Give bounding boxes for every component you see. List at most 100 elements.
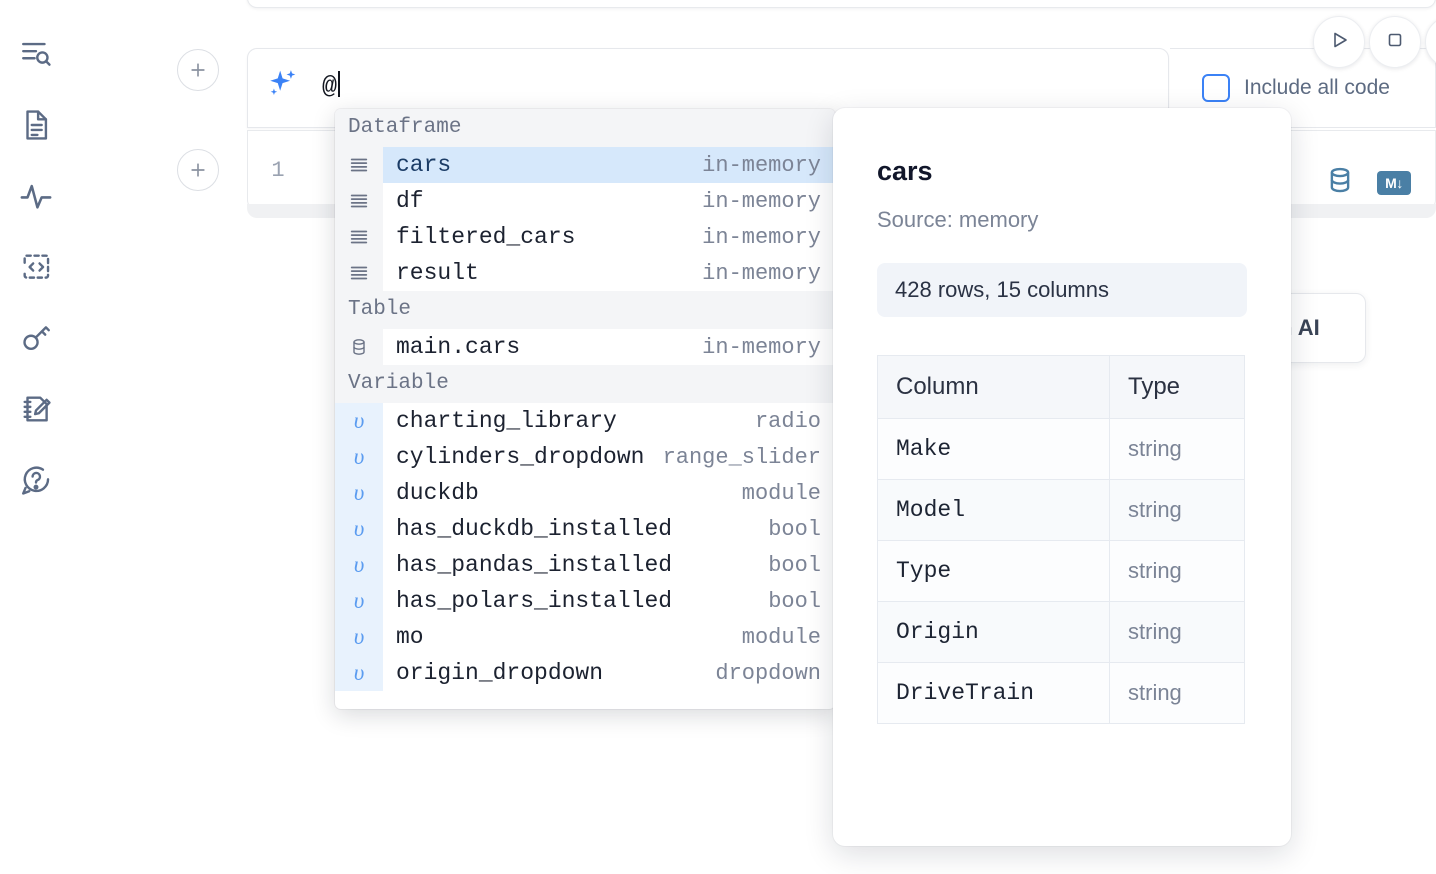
autocomplete-item-type: bool <box>768 516 821 542</box>
play-icon <box>1327 28 1351 57</box>
include-all-code-label: Include all code <box>1244 76 1390 99</box>
autocomplete-item-name: charting_library <box>396 408 617 434</box>
autocomplete-group-header: Table <box>335 291 835 329</box>
sidebar-item-outline-search[interactable] <box>10 18 62 89</box>
autocomplete-item[interactable]: df in-memory <box>335 183 835 219</box>
notebook-pencil-icon <box>19 392 53 426</box>
column-name-cell: Model <box>877 479 1110 541</box>
help-chat-icon <box>19 463 53 497</box>
autocomplete-item-type: module <box>741 480 821 506</box>
cell-type-icons: M↓ <box>1325 165 1411 200</box>
previous-cell[interactable] <box>247 0 1436 8</box>
sidebar-item-file[interactable] <box>10 89 62 160</box>
code-brackets-icon <box>19 250 53 284</box>
autocomplete-item-type: in-memory <box>702 152 821 178</box>
variable-icon: υ <box>335 439 383 475</box>
column-type-cell: string <box>1109 418 1245 480</box>
key-icon <box>19 321 53 355</box>
autocomplete-item-name: origin_dropdown <box>396 660 604 686</box>
column-name-cell: DriveTrain <box>877 662 1110 724</box>
ai-prompt-input[interactable]: @ <box>322 67 341 102</box>
sidebar-item-activity[interactable] <box>10 160 62 231</box>
doc-title: cars <box>877 156 933 186</box>
column-type-cell: string <box>1109 662 1245 724</box>
column-name-cell: Origin <box>877 601 1110 663</box>
column-type-cell: string <box>1109 601 1245 663</box>
sidebar-item-help[interactable] <box>10 444 62 515</box>
sidebar-item-secrets[interactable] <box>10 302 62 373</box>
run-button[interactable] <box>1313 16 1365 68</box>
autocomplete-item-name: df <box>396 188 424 214</box>
autocomplete-item-type: module <box>741 624 821 650</box>
autocomplete-item-type: bool <box>768 552 821 578</box>
left-icon-rail <box>0 0 72 874</box>
column-header: Column <box>877 355 1110 419</box>
autocomplete-item-name: has_polars_installed <box>396 588 673 614</box>
column-header: Type <box>1109 355 1245 419</box>
add-cell-button-bottom[interactable] <box>177 149 219 191</box>
dataframe-icon <box>335 219 383 255</box>
dataframe-icon <box>335 183 383 219</box>
activity-pulse-icon <box>19 179 53 213</box>
sidebar-item-scratchpad[interactable] <box>10 373 62 444</box>
dataframe-icon <box>335 147 383 183</box>
autocomplete-item-type: in-memory <box>702 260 821 286</box>
column-type-cell: string <box>1109 479 1245 541</box>
autocomplete-item[interactable]: υ origin_dropdown dropdown <box>335 655 835 691</box>
database-icon[interactable] <box>1325 165 1355 200</box>
autocomplete-item-type: range_slider <box>662 444 821 470</box>
file-text-icon <box>19 108 53 142</box>
line-number: 1 <box>271 157 285 183</box>
column-type-cell: string <box>1109 540 1245 602</box>
ai-prompt-value: @ <box>322 72 338 101</box>
autocomplete-item-name: cars <box>396 152 452 178</box>
variable-icon: υ <box>335 511 383 547</box>
doc-source: Source: memory <box>877 207 1039 232</box>
autocomplete-item-type: dropdown <box>715 660 821 686</box>
autocomplete-item[interactable]: result in-memory <box>335 255 835 291</box>
variable-icon: υ <box>335 475 383 511</box>
autocomplete-item-type: in-memory <box>702 334 821 360</box>
autocomplete-item[interactable]: υ cylinders_dropdown range_slider <box>335 439 835 475</box>
autocomplete-item-name: duckdb <box>396 480 479 506</box>
variable-icon: υ <box>335 583 383 619</box>
add-cell-button-top[interactable] <box>177 49 219 91</box>
sparkle-icon <box>266 67 300 101</box>
autocomplete-item-name: has_duckdb_installed <box>396 516 673 542</box>
autocomplete-item[interactable]: cars in-memory <box>335 147 835 183</box>
autocomplete-item-type: in-memory <box>702 188 821 214</box>
variable-icon: υ <box>335 619 383 655</box>
sidebar-item-code[interactable] <box>10 231 62 302</box>
autocomplete-item-name: result <box>396 260 479 286</box>
column-name-cell: Type <box>877 540 1110 602</box>
autocomplete-item-name: mo <box>396 624 424 650</box>
variable-icon: υ <box>335 547 383 583</box>
markdown-icon[interactable]: M↓ <box>1377 170 1411 195</box>
autocomplete-item-name: cylinders_dropdown <box>396 444 645 470</box>
autocomplete-item[interactable]: υ charting_library radio <box>335 403 835 439</box>
autocomplete-item[interactable]: υ has_duckdb_installed bool <box>335 511 835 547</box>
autocomplete-item-type: radio <box>754 408 821 434</box>
doc-shape-badge: 428 rows, 15 columns <box>877 263 1247 317</box>
stop-square-icon <box>1383 28 1407 57</box>
dataframe-icon <box>335 255 383 291</box>
stop-button[interactable] <box>1369 16 1421 68</box>
include-all-code-checkbox[interactable] <box>1202 74 1230 102</box>
variable-icon: υ <box>335 655 383 691</box>
variable-icon: υ <box>335 403 383 439</box>
